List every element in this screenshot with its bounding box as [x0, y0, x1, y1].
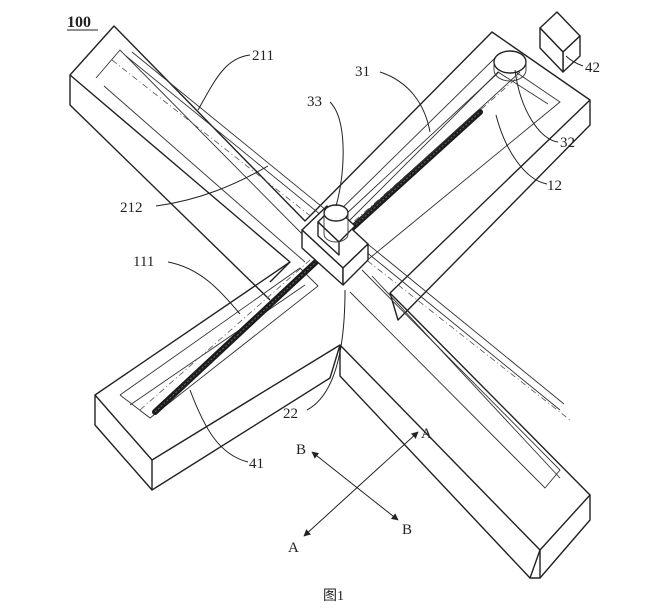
direction-a-lower: A: [288, 540, 299, 556]
callout-33: 33: [307, 94, 322, 110]
frame-top-surface: [69, 25, 591, 551]
slot-lower-right: [349, 269, 561, 489]
callout-111: 111: [133, 254, 154, 270]
callout-22: 22: [283, 406, 298, 422]
leader-32: [514, 69, 559, 143]
figure-caption: 图1: [323, 589, 344, 604]
callout-41: 41: [249, 456, 264, 472]
frame-side-edge-right: [389, 100, 591, 321]
slot-upper-left: [95, 49, 313, 245]
slot-upper-right: [329, 57, 561, 263]
cross-frame: [69, 25, 591, 579]
direction-a-upper: A: [421, 426, 432, 442]
leader-31: [379, 71, 431, 133]
leader-22: [306, 289, 346, 411]
frame-side-edge-bottom-left: [94, 395, 153, 491]
direction-b-lower: B: [402, 522, 412, 538]
leader-42: [565, 55, 584, 67]
frame-side-edge-left: [69, 75, 271, 301]
leader-211: [197, 54, 251, 111]
pulley-32: [344, 50, 527, 227]
leader-41: [189, 389, 249, 463]
motor-42: [539, 11, 581, 73]
figure-main-label: 100: [67, 14, 91, 31]
callout-12: 12: [547, 178, 562, 194]
axis-b-arrow: [311, 451, 399, 521]
slider-block-22: [301, 205, 369, 286]
leader-212: [155, 165, 269, 207]
leader-lines: [67, 29, 584, 463]
frame-side-edge-bottom-right: [339, 345, 541, 579]
slot-lower-left: [119, 267, 319, 419]
leader-33: [329, 101, 344, 207]
callout-32: 32: [560, 135, 575, 151]
axis-a-arrow: [303, 431, 419, 537]
lead-screw-41: [152, 109, 483, 415]
callout-42: 42: [585, 60, 600, 76]
callout-31: 31: [355, 64, 370, 80]
direction-indicator: [303, 431, 419, 537]
leader-12: [495, 114, 548, 185]
callout-212: 212: [120, 200, 143, 216]
callout-211: 211: [252, 48, 274, 64]
leader-111: [167, 261, 241, 315]
direction-b-upper: B: [296, 442, 306, 458]
